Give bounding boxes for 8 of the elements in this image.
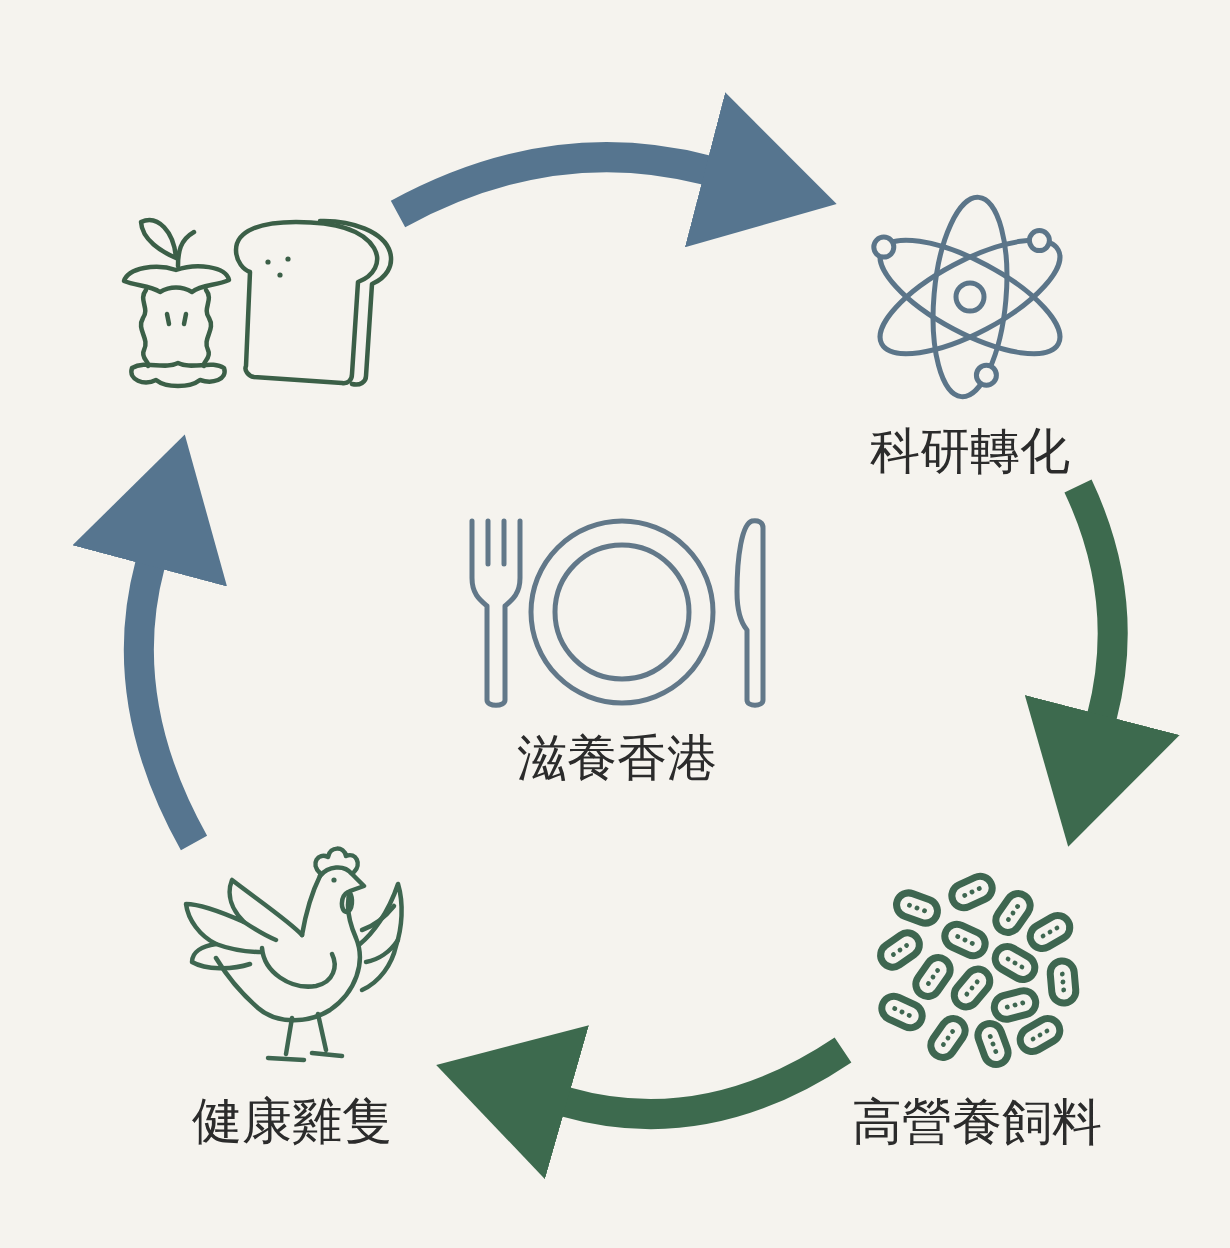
curved-arrow: [391, 91, 838, 248]
curved-arrow: [71, 433, 228, 850]
curved-arrow: [434, 1024, 851, 1180]
step-label: 健康雞隻: [192, 1094, 392, 1149]
step-label: 滋養香港: [517, 731, 717, 786]
step-label: 科研轉化: [870, 424, 1070, 479]
curved-arrow: [1024, 479, 1181, 848]
step-label: 高營養飼料: [852, 1095, 1102, 1150]
